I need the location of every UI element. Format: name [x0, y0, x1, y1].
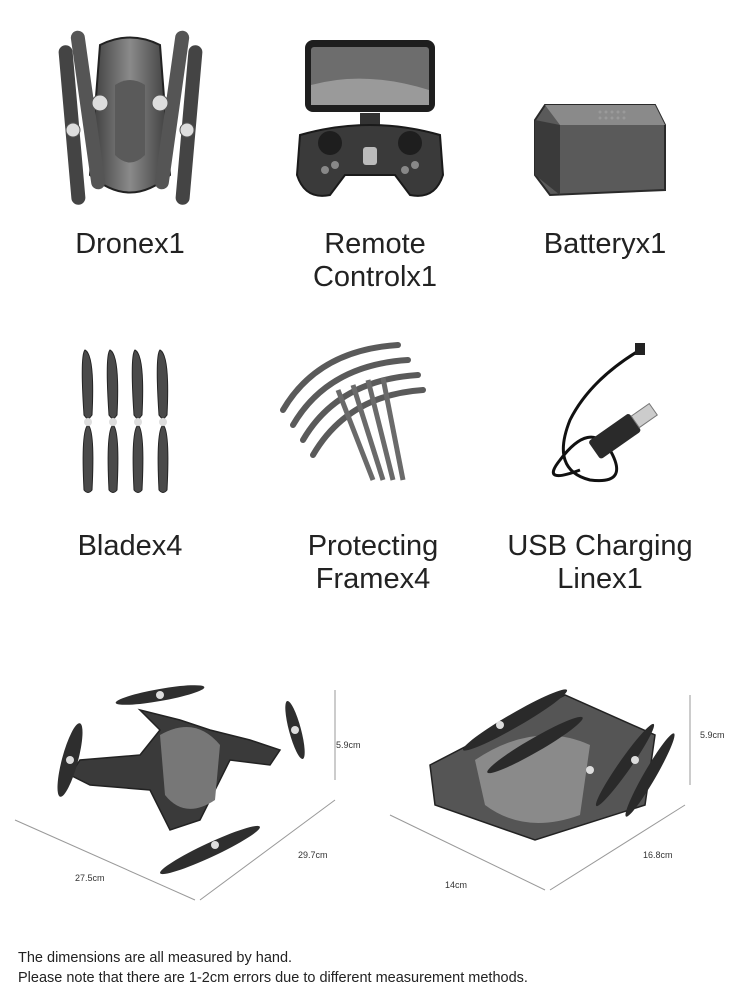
blades-label: Bladex4 [40, 530, 220, 563]
protecting-frames-label: Protecting Framex4 [278, 530, 468, 596]
protecting-frames-label-line1: Protecting [307, 530, 439, 562]
blades-label-line1: Bladex4 [77, 530, 183, 562]
drone-unfolded-image [14, 685, 336, 901]
drone-folded-perspective-image [389, 689, 691, 891]
measurement-note-line1: The dimensions are all measured by hand. [18, 950, 293, 966]
usb-charging-line-label-line1: USB Charging [507, 530, 693, 562]
protecting-frames-label-line2: Framex4 [315, 563, 431, 595]
folded-height-dimension: 5.9cm [700, 730, 725, 740]
folded-width-dimension: 14cm [445, 880, 468, 890]
battery-label-line1: Batteryx1 [543, 228, 667, 260]
battery-image [534, 104, 666, 197]
protecting-frames-image [280, 342, 426, 481]
usb-charging-line-label-line2: Linex1 [557, 563, 643, 595]
drone-label: Dronex1 [40, 228, 220, 261]
remote-control-image [295, 40, 445, 197]
remote-control-label: Remote Controlx1 [280, 228, 470, 294]
drone-label-line1: Dronex1 [75, 228, 185, 260]
measurement-note-line2: Please note that there are 1-2cm errors … [18, 970, 528, 986]
remote-control-label-line1: Remote [324, 228, 426, 260]
unfolded-width-dimension: 27.5cm [75, 873, 105, 883]
drone-folded-image [58, 30, 203, 205]
unfolded-length-dimension: 29.7cm [298, 850, 328, 860]
usb-charging-line-label: USB Charging Linex1 [495, 530, 705, 596]
usb-charging-line-image [551, 343, 658, 483]
folded-length-dimension: 16.8cm [643, 850, 673, 860]
battery-label: Batteryx1 [510, 228, 700, 261]
blades-image [81, 349, 169, 493]
unfolded-height-dimension: 5.9cm [336, 740, 361, 750]
remote-control-label-line2: Controlx1 [312, 261, 438, 293]
